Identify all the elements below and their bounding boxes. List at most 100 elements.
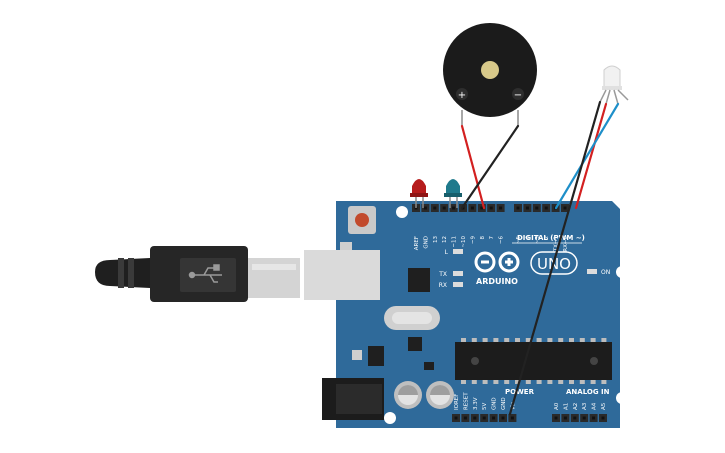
wire-rgb-blue-pin5[interactable] bbox=[554, 102, 620, 210]
small-chip bbox=[408, 337, 422, 351]
header-pin-hole bbox=[582, 416, 586, 420]
red-led[interactable] bbox=[410, 179, 428, 208]
chip-pin bbox=[471, 380, 477, 384]
pin-label: ~9 bbox=[470, 236, 476, 245]
pin-label: ~10 bbox=[461, 236, 467, 248]
buzzer-center bbox=[481, 61, 499, 79]
chip-pin bbox=[590, 380, 596, 384]
buzzer-plus-pad bbox=[456, 88, 468, 100]
led-rx-indicator bbox=[453, 282, 463, 287]
header-pin-hole bbox=[454, 416, 458, 420]
buzzer-minus-label: − bbox=[514, 90, 522, 101]
wire-rgb-common-gnd[interactable] bbox=[508, 100, 602, 416]
model-badge bbox=[530, 251, 578, 275]
teal-led-rim bbox=[444, 193, 462, 197]
header-pin-hole bbox=[492, 416, 496, 420]
buzzer-minus-pad bbox=[512, 88, 524, 100]
pin-label: RX←0 bbox=[563, 236, 569, 252]
rgb-led-rim bbox=[602, 86, 622, 90]
pin-label: 2 bbox=[544, 236, 550, 240]
header-pin-hole bbox=[442, 206, 446, 210]
chip-pin bbox=[579, 338, 585, 342]
header-pin-hole bbox=[423, 206, 427, 210]
pin-label: TX→1 bbox=[554, 236, 560, 252]
header-pin-hole bbox=[592, 416, 596, 420]
header-pin-hole bbox=[544, 206, 548, 210]
led-tx-label: TX bbox=[438, 271, 447, 278]
analog-in-label: ANALOG IN bbox=[566, 388, 610, 396]
chip-pin bbox=[547, 380, 553, 384]
usb-interface-chip bbox=[408, 268, 430, 292]
header-pin-hole bbox=[525, 206, 529, 210]
power-label: POWER bbox=[505, 388, 535, 396]
chip-pin bbox=[590, 338, 596, 342]
pin-label: 7 bbox=[489, 236, 495, 240]
chip-pin bbox=[525, 380, 531, 384]
dc-power-jack-face bbox=[336, 384, 382, 414]
capacitor bbox=[426, 381, 454, 409]
header-pin-hole bbox=[510, 416, 514, 420]
led-l-label: L bbox=[445, 249, 449, 256]
chip-pin bbox=[515, 380, 520, 384]
small-chip bbox=[424, 362, 434, 370]
usb-b-port bbox=[304, 250, 380, 300]
chip-pin bbox=[558, 380, 564, 384]
chip-pin bbox=[461, 380, 466, 384]
chip-pin bbox=[504, 380, 510, 384]
pin-label: A3 bbox=[582, 402, 588, 410]
chip-pin bbox=[525, 338, 531, 342]
digital-pwm-label: DIGITAL (PWM ~) bbox=[517, 234, 585, 242]
power-header[interactable] bbox=[452, 414, 517, 422]
pin-label: ~6 bbox=[499, 236, 505, 245]
regulator-tab bbox=[352, 350, 362, 360]
crystal-oscillator-top bbox=[392, 312, 432, 324]
on-label: ON bbox=[601, 269, 610, 276]
chip-pin bbox=[471, 338, 477, 342]
led-l-indicator bbox=[453, 249, 463, 254]
chip-pins bbox=[461, 338, 607, 384]
chip-pin bbox=[482, 380, 488, 384]
analog-header[interactable] bbox=[552, 414, 607, 422]
piezo-buzzer[interactable]: + − bbox=[443, 23, 537, 126]
arduino-logo-icon bbox=[474, 251, 520, 273]
rgb-led[interactable] bbox=[599, 65, 629, 105]
chip-pin bbox=[504, 338, 510, 342]
pin-label: A5 bbox=[601, 402, 607, 410]
chip-pin bbox=[482, 338, 488, 342]
pin-label: A4 bbox=[592, 402, 598, 410]
wires[interactable] bbox=[460, 100, 620, 416]
mounting-hole bbox=[616, 266, 628, 278]
led-rx-label: RX bbox=[439, 282, 447, 289]
usb-b-port-tab bbox=[340, 242, 352, 250]
teal-led[interactable] bbox=[444, 179, 462, 208]
led-on-indicator bbox=[587, 269, 597, 274]
arduino-uno-board[interactable]: L TX RX ON ARDUINO UNO DIGITAL (PWM ~) P… bbox=[304, 201, 628, 428]
usb-plug-metal-shine bbox=[252, 264, 296, 270]
wire-buzzer-plus-pin12[interactable] bbox=[460, 124, 486, 210]
header-pin-hole bbox=[482, 416, 486, 420]
chip-pin bbox=[493, 338, 499, 342]
pin-label: 12 bbox=[442, 236, 448, 243]
wire-rgb-red-pin3[interactable] bbox=[574, 102, 608, 210]
pin-label: ~3 bbox=[535, 236, 541, 245]
pin-label: 13 bbox=[433, 236, 439, 243]
reset-button-cap[interactable] bbox=[355, 213, 369, 227]
voltage-regulator bbox=[368, 346, 384, 366]
buzzer-plus-label: + bbox=[458, 90, 466, 101]
chip-pin bbox=[579, 380, 585, 384]
header-pin-hole bbox=[563, 206, 567, 210]
header-pin-hole bbox=[516, 206, 520, 210]
usb-cable-ridge bbox=[128, 258, 134, 288]
chip-pin bbox=[536, 380, 542, 384]
usb-cable[interactable] bbox=[95, 246, 300, 302]
usb-icon bbox=[188, 264, 222, 283]
header-pin-hole bbox=[499, 206, 503, 210]
chip-pin bbox=[569, 380, 574, 384]
header-pin-hole bbox=[601, 416, 605, 420]
red-led-body bbox=[412, 179, 426, 196]
usb-cable-ridge bbox=[118, 258, 124, 288]
digital-header[interactable] bbox=[412, 204, 569, 212]
header-pin-hole bbox=[473, 416, 477, 420]
wire-buzzer-minus-gnd[interactable] bbox=[460, 124, 520, 210]
